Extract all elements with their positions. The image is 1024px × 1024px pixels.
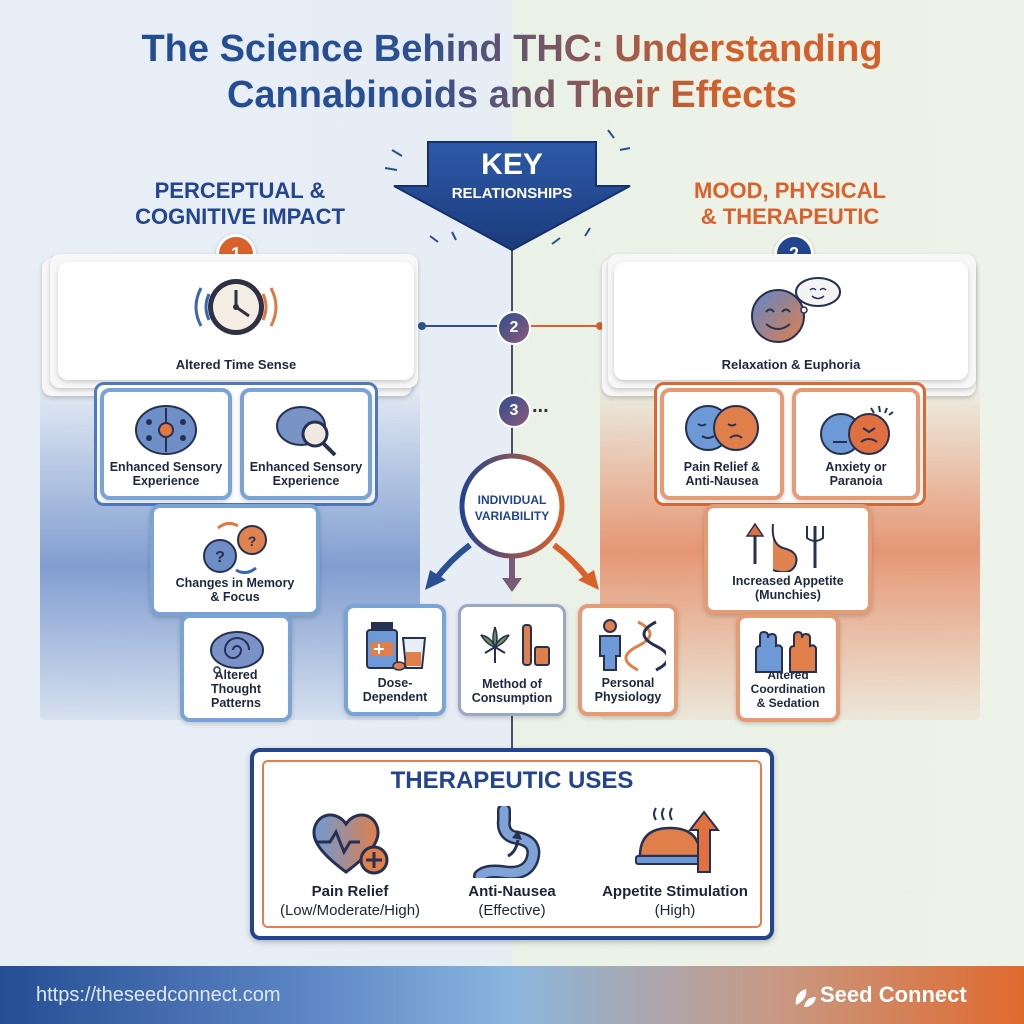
connector-2-badge: 2 [497,311,531,345]
footer-url-link[interactable]: https://theseedconnect.com [36,984,281,1006]
card-anxiety-paranoia: Anxiety or Paranoia [792,388,920,500]
heart-pulse-icon [312,813,389,875]
svg-text:?: ? [215,549,225,566]
card-pain-relief-nausea: Pain Relief & Anti-Nausea [660,388,784,500]
footer-brand: Seed Connect [820,982,967,1007]
medicine-bottle-icon [366,622,427,671]
anxiety-line-2: Paranoia [829,474,883,488]
appetite-line-1: Increased Appetite [732,574,844,588]
anti-nausea-name: Anti-Nausea [468,883,556,900]
stomach-arrow-icon [473,806,541,878]
seed-leaf-icon [795,989,816,1007]
card-coordination-sedation: Altered Coordination & Sedation [736,614,840,722]
appetite-stimulation-name: Appetite Stimulation [602,883,748,900]
right-heading-line-2: & THERAPEUTIC [700,204,880,229]
dose-line-2: Dependent [362,690,428,704]
sensory-2-line-1: Enhanced Sensory [249,460,363,474]
calm-sad-faces-icon [685,405,759,451]
card-memory-focus: ? ? Changes in Memory & Focus [150,504,320,616]
card-personal-physiology: Personal Physiology [578,604,678,716]
cannabis-leaf-vape-icon [480,624,550,666]
pain-line-2: Anti-Nausea [685,474,759,488]
coord-line-3: & Sedation [756,696,820,710]
method-line-1: Method of [482,677,542,691]
svg-text:?: ? [248,533,257,549]
hands-icon [755,630,817,673]
thought-line-3: Patterns [210,696,262,710]
pain-relief-name: Pain Relief [311,883,389,900]
thought-line-2: Thought [211,682,261,696]
left-heading-line-1: PERCEPTUAL & [154,178,326,203]
card-thought-patterns: Altered Thought Patterns [180,614,292,722]
brain-magnifier-icon [276,406,337,457]
card-enhanced-sensory-1: Enhanced Sensory Experience [100,388,232,500]
therapeutic-heading: THERAPEUTIC USES [390,767,634,794]
appetite-line-2: (Munchies) [755,588,821,602]
sensory-1-line-1: Enhanced Sensory [109,460,223,474]
card-method-consumption: Method of Consumption [458,604,566,716]
right-heading-line-1: MOOD, PHYSICAL [694,178,886,203]
footer-bar [0,966,1024,1024]
anti-nausea-detail: (Effective) [478,902,546,919]
dose-line-1: Dose- [377,676,413,690]
sensory-2-line-2: Experience [272,474,340,488]
sensory-1-line-2: Experience [132,474,200,488]
memory-line-2: & Focus [210,590,260,604]
left-section-heading: PERCEPTUAL & COGNITIVE IMPACT [90,178,390,230]
relaxation-label: Relaxation & Euphoria [721,357,861,372]
anxiety-line-1: Anxiety or [825,460,887,474]
connector-ellipsis: ... [532,395,549,417]
variability-line-1: INDIVIDUAL [477,493,547,507]
thought-line-1: Altered [214,668,258,682]
right-section-heading: MOOD, PHYSICAL & THERAPEUTIC [640,178,940,230]
card-enhanced-sensory-2: Enhanced Sensory Experience [240,388,372,500]
left-heading-line-2: COGNITIVE IMPACT [135,204,345,229]
time-sense-label: Altered Time Sense [175,357,297,372]
use-anti-nausea: Anti-Nausea (Effective) [442,882,582,920]
card-altered-time-sense: Altered Time Sense [58,262,414,380]
variability-ring [459,453,565,559]
use-appetite-stimulation: Appetite Stimulation (High) [590,882,760,920]
therapeutic-inner-border [262,760,762,928]
pain-line-1: Pain Relief & [683,460,761,474]
phys-line-1: Personal [601,676,655,690]
key-relationships-arrow [393,141,631,252]
stomach-fork-icon [745,522,824,572]
person-dna-icon [599,619,666,672]
gears-icon: ? ? [203,521,267,575]
use-pain-relief: Pain Relief (Low/Moderate/High) [262,882,438,920]
connector-3-badge: 3 [497,394,531,428]
anxious-faces-icon [820,405,894,455]
card-increased-appetite: Increased Appetite (Munchies) [704,504,872,614]
relationships-label: RELATIONSHIPS [451,185,573,202]
variability-line-2: VARIABILITY [474,509,550,523]
variability-label: INDIVIDUAL VARIABILITY [462,492,562,524]
phys-line-2: Physiology [594,690,662,704]
swirl-cloud-icon [210,631,264,674]
clock-icon [194,279,278,335]
memory-line-1: Changes in Memory [175,576,295,590]
coord-line-2: Coordination [750,682,826,696]
card-dose-dependent: Dose- Dependent [344,604,446,716]
brain-network-icon [135,405,197,455]
appetite-stimulation-detail: (High) [654,902,696,919]
food-arrow-icon [635,807,720,873]
key-label: KEY [481,148,543,181]
pain-relief-detail: (Low/Moderate/High) [279,902,421,919]
method-line-2: Consumption [471,691,553,705]
card-relaxation-euphoria: Relaxation & Euphoria [614,262,968,380]
happy-face-icon [751,277,841,343]
